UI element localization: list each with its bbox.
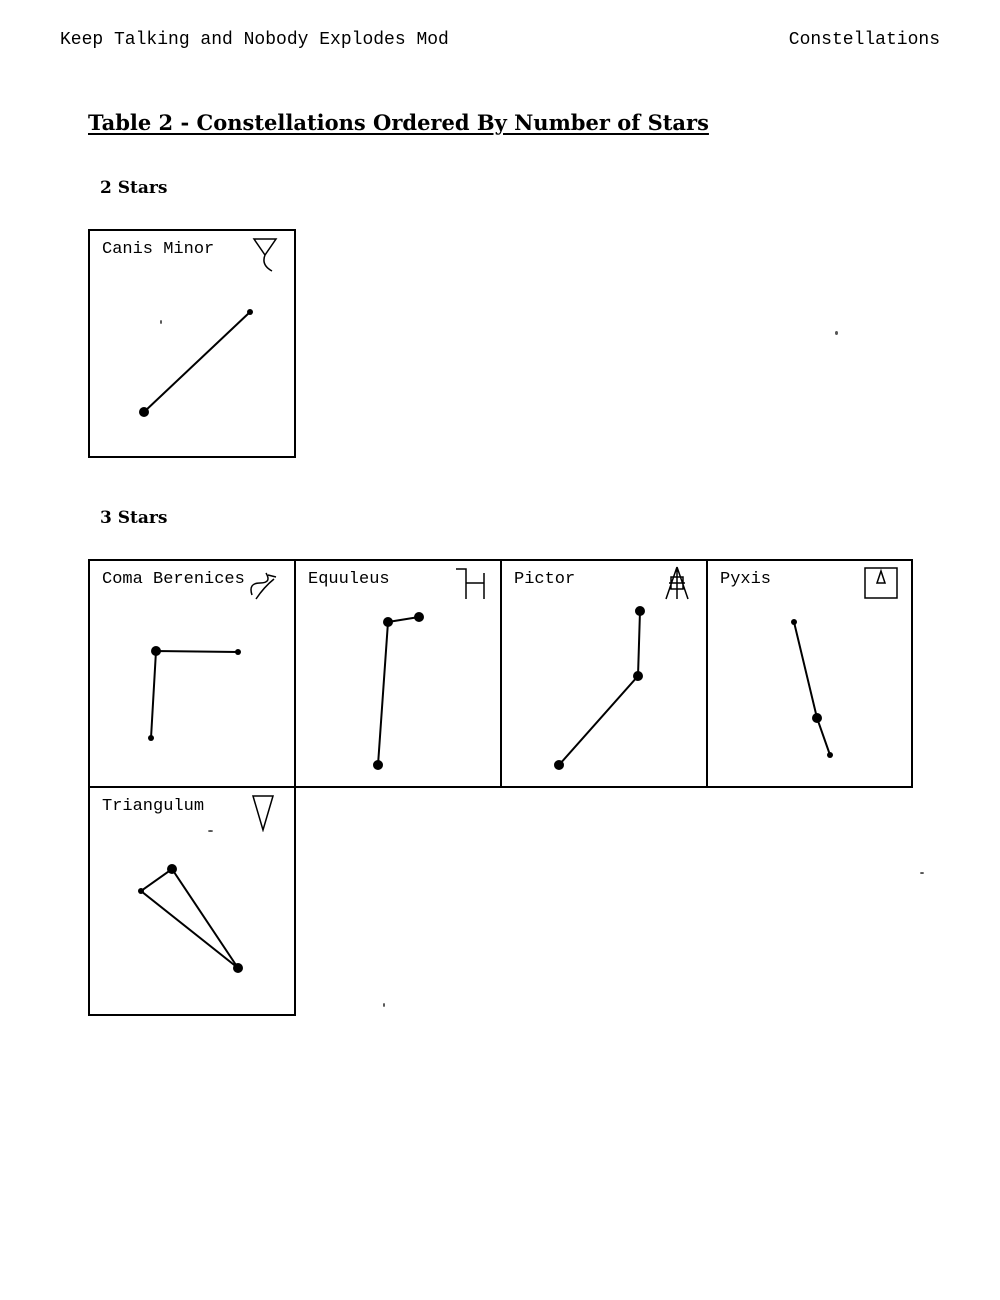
constellation-card-pictor: Pictor <box>500 559 708 788</box>
constellation-diagram <box>554 606 645 770</box>
pyxis-icon <box>864 567 898 599</box>
section-heading-2-stars: 2 Stars <box>100 178 168 198</box>
paper-speck <box>383 1003 385 1007</box>
constellation-card-equuleus: Equuleus <box>294 559 502 788</box>
paper-speck <box>160 320 162 324</box>
star <box>414 612 424 622</box>
equuleus-icon <box>456 568 485 599</box>
header-right: Constellations <box>788 30 940 50</box>
star <box>827 752 833 758</box>
paper-speck <box>920 872 924 874</box>
coma-berenices-icon <box>250 572 277 600</box>
star <box>383 617 393 627</box>
paper-speck <box>208 830 213 832</box>
star <box>633 671 643 681</box>
triangulum-icon <box>251 795 275 832</box>
constellation-diagram <box>139 309 253 417</box>
constellation-name: Canis Minor <box>102 240 215 259</box>
constellation-name: Coma Berenices <box>102 570 245 589</box>
constellation-name: Equuleus <box>308 570 390 589</box>
constellation-name: Triangulum <box>102 797 205 816</box>
constellation-card-pyxis: Pyxis <box>706 559 913 788</box>
section-heading-3-stars: 3 Stars <box>100 508 168 528</box>
constellation-name: Pictor <box>514 570 576 589</box>
constellation-diagram <box>791 619 833 758</box>
paper-speck <box>835 331 838 335</box>
star <box>139 407 149 417</box>
pictor-icon <box>665 566 689 600</box>
star <box>791 619 797 625</box>
star <box>151 646 161 656</box>
canis-minor-icon <box>252 238 278 272</box>
constellation-name: Pyxis <box>720 570 772 589</box>
constellation-diagram <box>148 646 241 741</box>
star <box>812 713 822 723</box>
star <box>148 735 154 741</box>
star <box>167 864 177 874</box>
header-left: Keep Talking and Nobody Explodes Mod <box>60 30 449 50</box>
page-title: Table 2 - Constellations Ordered By Numb… <box>88 110 709 135</box>
star <box>373 760 383 770</box>
constellation-diagram <box>373 612 424 770</box>
star <box>233 963 243 973</box>
star <box>235 649 241 655</box>
star <box>138 888 144 894</box>
constellation-card-canis-minor: Canis Minor <box>88 229 296 458</box>
star <box>554 760 564 770</box>
constellation-card-coma-berenices: Coma Berenices <box>88 559 296 788</box>
constellation-card-triangulum: Triangulum <box>88 786 296 1016</box>
star <box>247 309 253 315</box>
constellation-diagram <box>138 864 243 973</box>
star <box>635 606 645 616</box>
